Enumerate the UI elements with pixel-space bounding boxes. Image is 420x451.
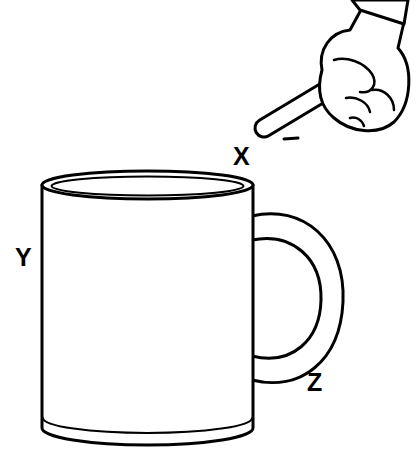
fingertip-shadow bbox=[284, 138, 298, 139]
part-letter: X bbox=[233, 144, 250, 169]
hand-fist bbox=[320, 8, 409, 131]
part-letter: Y bbox=[15, 245, 32, 270]
hand-knuckle bbox=[346, 98, 370, 112]
hand-cuff bbox=[352, 0, 408, 24]
mug-opening bbox=[52, 177, 244, 196]
hand-knuckle bbox=[350, 117, 364, 126]
part-letter: Z bbox=[307, 370, 322, 395]
mug-body bbox=[42, 185, 253, 445]
mug-base-rim bbox=[43, 418, 252, 433]
mug-rim bbox=[42, 171, 253, 199]
hand-thumb bbox=[334, 59, 374, 92]
hand-knuckle bbox=[372, 90, 394, 110]
mug-handle bbox=[252, 214, 343, 383]
pointing-hand bbox=[264, 0, 409, 139]
